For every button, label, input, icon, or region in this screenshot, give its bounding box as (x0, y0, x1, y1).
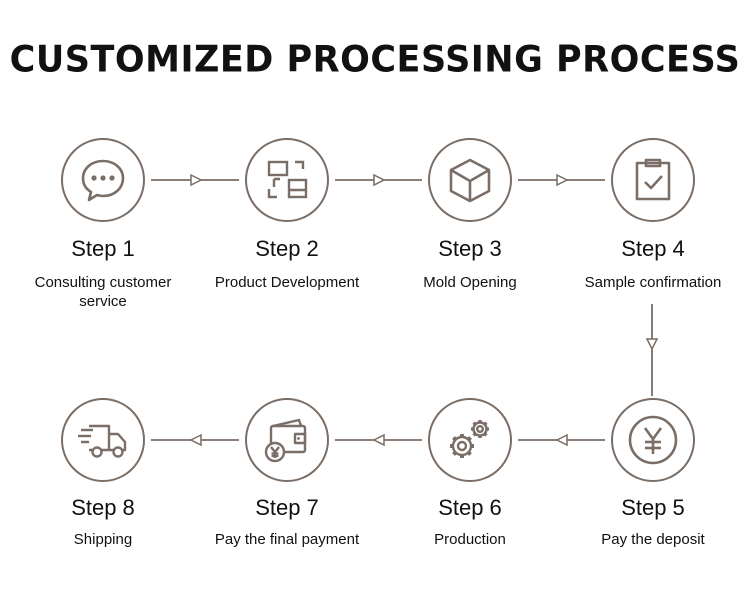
step-3-label: Step 3 (438, 236, 502, 261)
chat-bubble-icon (81, 159, 125, 202)
gears-icon (450, 420, 489, 458)
step-6-label: Step 6 (438, 495, 502, 520)
step-5-desc: Pay the deposit (601, 531, 705, 548)
clipboard-check-icon (635, 158, 671, 201)
step-8-node (61, 398, 145, 482)
step-7-node (245, 398, 329, 482)
page-title: CUSTOMIZED PROCESSING PROCESS (9, 39, 741, 81)
step-6-desc: Production (434, 531, 506, 548)
step-8-label: Step 8 (71, 495, 135, 520)
step-5-node (611, 398, 695, 482)
step-7-desc: Pay the final payment (214, 531, 360, 548)
step-1-node (61, 138, 145, 222)
connector-1-2 (151, 173, 239, 187)
step-5-label: Step 5 (621, 495, 685, 520)
step-1-desc: Consulting customer service (34, 274, 172, 310)
step-4-desc: Sample confirmation (584, 274, 722, 291)
yen-coin-icon (628, 415, 678, 465)
step-2-label: Step 2 (255, 236, 319, 261)
step-3-node (428, 138, 512, 222)
connector-6-7 (335, 433, 422, 447)
connector-5-6 (518, 433, 605, 447)
step-6-node (428, 398, 512, 482)
connector-2-3 (335, 173, 422, 187)
step-4-label: Step 4 (621, 236, 685, 261)
connector-7-8 (151, 433, 239, 447)
step-1-label: Step 1 (71, 236, 135, 261)
box-icon (449, 158, 491, 203)
step-2-desc: Product Development (214, 274, 360, 291)
step-2-node (245, 138, 329, 222)
connector-4-5 (645, 304, 659, 396)
layout-blocks-icon (267, 160, 308, 199)
step-8-desc: Shipping (73, 531, 133, 548)
delivery-truck-icon (78, 424, 127, 458)
step-3-desc: Mold Opening (423, 274, 517, 291)
connector-3-4 (518, 173, 605, 187)
step-4-node (611, 138, 695, 222)
step-7-label: Step 7 (255, 495, 319, 520)
wallet-icon (264, 418, 307, 463)
